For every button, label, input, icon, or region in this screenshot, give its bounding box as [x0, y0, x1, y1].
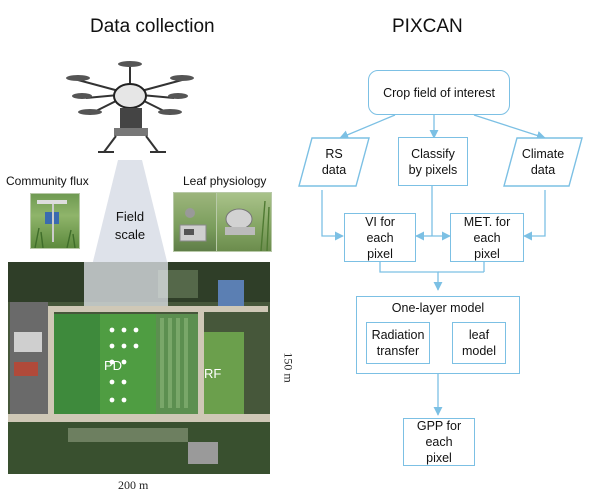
rf-plot-label: RF — [204, 366, 222, 381]
data-collection-title: Data collection — [90, 16, 215, 37]
leaf-physiology-photo-1 — [173, 192, 217, 252]
aerial-field-map: PD RF — [8, 262, 270, 474]
rs-data-label: RS data — [321, 147, 347, 177]
leaf-physiology-photo-2 — [216, 192, 272, 252]
drone-icon — [66, 61, 194, 153]
crop-field-box: Crop field of interest — [368, 70, 510, 115]
radiation-transfer-box: Radiation transfer — [366, 322, 430, 364]
climate-data-label: Climate data — [521, 147, 565, 177]
vi-pixel-box: VI for each pixel — [344, 213, 416, 262]
gpp-pixel-box: GPP for each pixel — [403, 418, 475, 466]
classify-box: Classify by pixels — [398, 137, 468, 186]
climate-data-box: Climate data — [503, 137, 583, 187]
rs-data-box: RS data — [298, 137, 370, 187]
leaf-model-box: leaf model — [452, 322, 506, 364]
leaf-physiology-label: Leaf physiology — [183, 174, 267, 188]
met-pixel-box: MET. for each pixel — [450, 213, 524, 262]
field-scale-label: Field scale — [114, 209, 146, 242]
pixcan-title: PIXCAN — [392, 16, 463, 37]
community-flux-label: Community flux — [6, 174, 89, 188]
pd-plot-label: PD — [104, 358, 123, 373]
one-layer-model-title: One-layer model — [391, 301, 485, 315]
scale-x-label: 200 m — [118, 478, 149, 492]
community-flux-photo — [30, 193, 80, 249]
